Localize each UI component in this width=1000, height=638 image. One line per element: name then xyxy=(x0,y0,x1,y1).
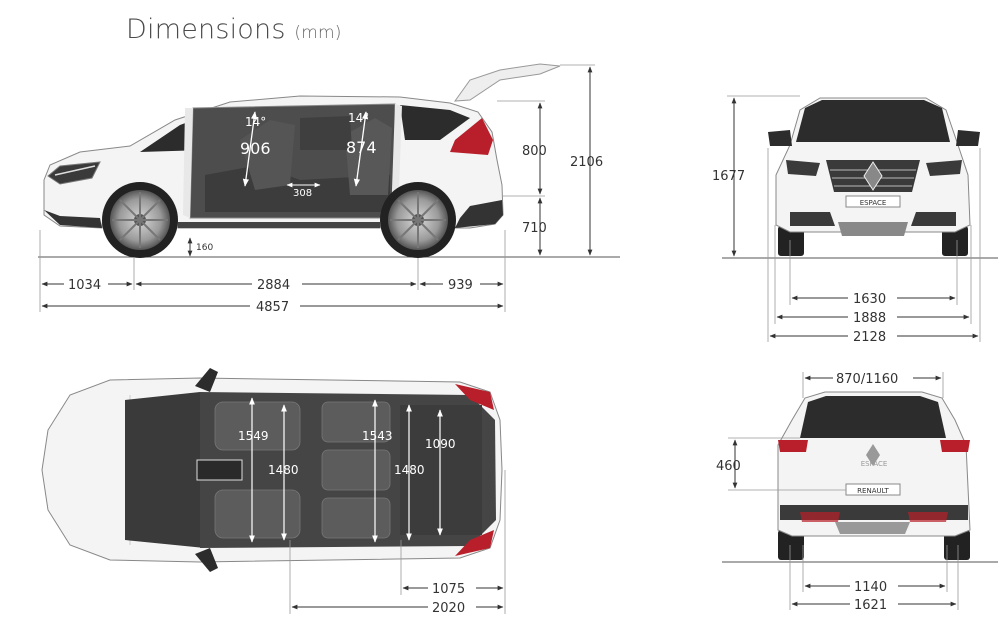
front-seat-height: 906 xyxy=(240,139,271,158)
rear-badge-brand: RENAULT xyxy=(857,487,889,495)
rear-sill-height: 710 xyxy=(522,221,547,236)
rear-overhang: 939 xyxy=(448,278,473,293)
front-badge: ESPACE xyxy=(860,199,887,207)
rear-seat-angle: 14° xyxy=(348,111,369,125)
width-excl-mirrors: 1888 xyxy=(853,311,886,326)
total-height-open: 2106 xyxy=(570,155,603,170)
front-elbow-width: 1549 xyxy=(238,429,269,443)
ground-clearance: 160 xyxy=(196,243,213,253)
front-width-low: 1480 xyxy=(268,463,299,477)
front-seat-angle: 14° xyxy=(245,115,266,129)
front-height: 1677 xyxy=(712,169,745,184)
title-text: Dimensions xyxy=(126,14,286,45)
rear-badge-model: ESPACE xyxy=(861,460,888,468)
boot-opening-width: 870/1160 xyxy=(836,372,898,387)
front-view: ESPACE 1677 1630 1888 2128 xyxy=(712,95,998,345)
rear-elbow-width: 1543 xyxy=(362,429,393,443)
front-overhang: 1034 xyxy=(68,278,101,293)
seat-gap: 308 xyxy=(293,188,312,199)
boot-length: 1075 xyxy=(432,582,465,597)
rear-width-low: 1480 xyxy=(394,463,425,477)
rear-seat-height: 874 xyxy=(346,138,377,157)
page-title: Dimensions (mm) xyxy=(126,14,342,45)
load-sill-height: 460 xyxy=(716,459,741,474)
load-length: 2020 xyxy=(432,601,465,616)
rear-view: ESPACE RENAULT 870/1160 460 xyxy=(716,372,998,613)
overall-length: 4857 xyxy=(256,300,289,315)
wheelbase: 2884 xyxy=(257,278,290,293)
boot-width: 1090 xyxy=(425,437,456,451)
side-view: 14° 14° 906 874 308 160 800 710 2106 xyxy=(38,63,620,315)
top-view: 1549 1480 1543 1480 1090 1075 2020 xyxy=(41,368,506,616)
width-incl-mirrors: 2128 xyxy=(853,330,886,345)
title-unit: (mm) xyxy=(294,23,342,43)
front-track: 1630 xyxy=(853,292,886,307)
rear-track-outer: 1621 xyxy=(854,598,887,613)
rear-track: 1140 xyxy=(854,580,887,595)
tailgate-open-height: 800 xyxy=(522,144,547,159)
